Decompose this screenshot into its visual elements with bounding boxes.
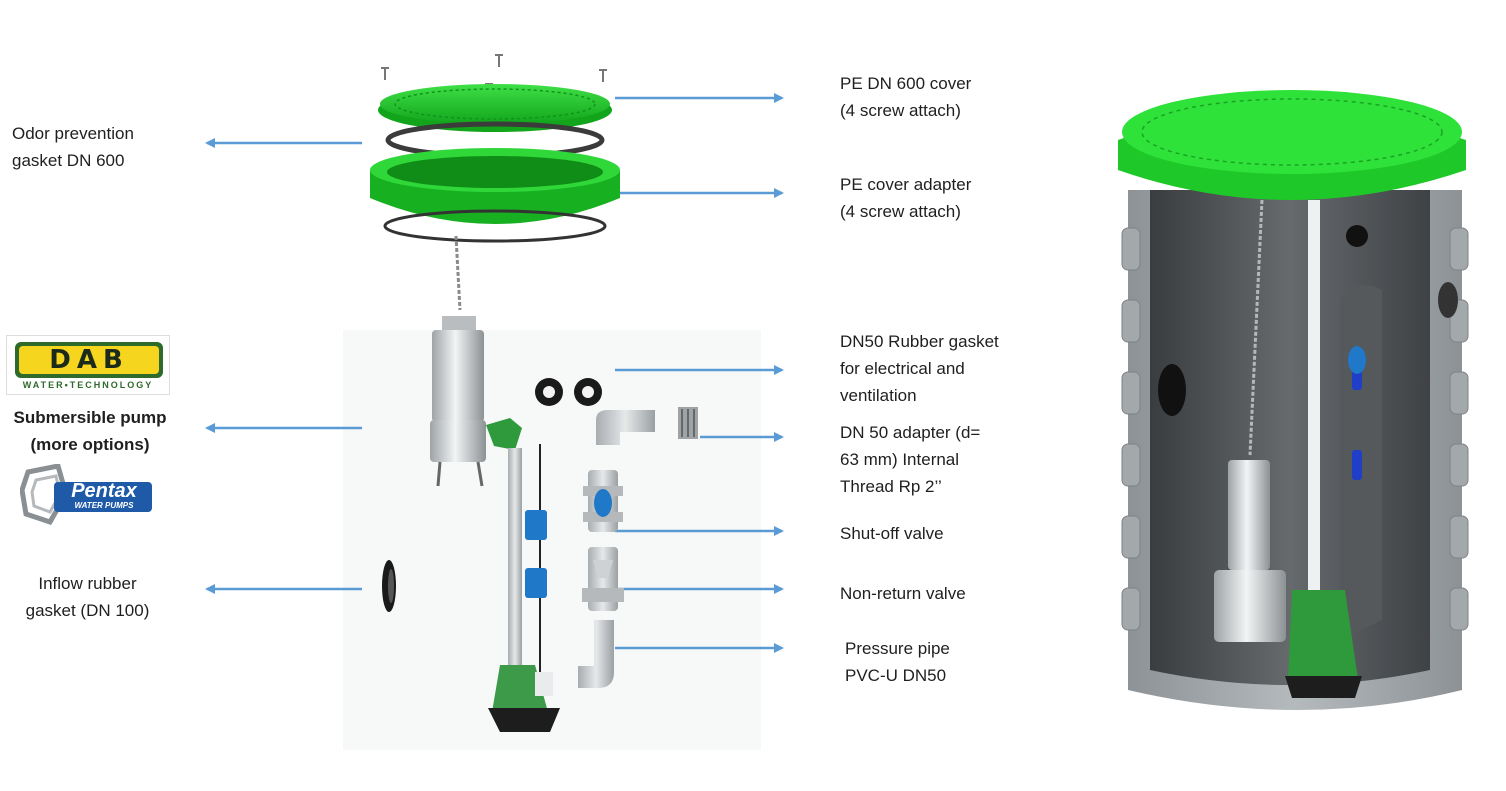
label-dn50-gasket: DN50 Rubber gasket for electrical and ve…	[840, 328, 999, 409]
label-pe-cover: PE DN 600 cover (4 screw attach)	[840, 70, 971, 124]
screw-icon	[381, 54, 607, 96]
pressure-pipe-part	[578, 620, 614, 688]
label-line: Non-return valve	[840, 584, 966, 603]
pump-base-part	[488, 665, 560, 732]
pentax-logo: Pentax WATER PUMPS	[20, 464, 155, 526]
float-switch-icon	[525, 510, 547, 540]
label-line: PE DN 600 cover	[840, 74, 972, 93]
float-switch-icon	[525, 568, 547, 598]
pump-icon	[430, 316, 522, 487]
label-line: DN50 Rubber gasket	[840, 332, 999, 351]
dn50-gasket-part	[535, 378, 602, 406]
label-line: Submersible pump	[13, 408, 167, 427]
label-line: (4 screw attach)	[840, 202, 961, 221]
label-dn50-adapter: DN 50 adapter (d= 63 mm) Internal Thread…	[840, 419, 980, 500]
pentax-tagline: WATER PUMPS	[74, 501, 134, 510]
label-line: (4 screw attach)	[840, 101, 961, 120]
label-line: for electrical and	[840, 359, 965, 378]
label-shutoff-valve: Shut-off valve	[840, 520, 944, 547]
dn50-adapter-part	[678, 407, 698, 439]
label-cover-adapter: PE cover adapter (4 screw attach)	[840, 171, 971, 225]
label-line: ventilation	[840, 386, 917, 405]
cover-adapter-part	[370, 148, 620, 243]
label-line: 63 mm) Internal	[840, 450, 960, 469]
label-line: Thread Rp 2’’	[840, 477, 942, 496]
label-line: (more options)	[30, 435, 150, 454]
shutoff-valve-part	[583, 470, 623, 532]
label-pressure-pipe: Pressure pipe PVC-U DN50	[845, 635, 950, 689]
pe-cover-part	[378, 84, 612, 132]
label-line: gasket DN 600	[12, 151, 125, 170]
inflow-gasket-part	[382, 560, 396, 612]
chain-icon	[454, 235, 462, 311]
label-line: PE cover adapter	[840, 175, 972, 194]
dab-logo: DAB WATER•TECHNOLOGY	[6, 335, 170, 395]
label-line: DN 50 adapter (d=	[840, 423, 981, 442]
guide-rail-part	[508, 448, 522, 668]
label-line: Odor prevention	[12, 124, 134, 143]
label-submersible-pump: Submersible pump (more options)	[10, 404, 170, 458]
label-odor-gasket: Odor prevention gasket DN 600	[12, 120, 134, 174]
pentax-brand: Pentax	[71, 480, 137, 502]
dab-brand: DAB	[19, 346, 159, 374]
label-inflow-gasket: Inflow rubber gasket (DN 100)	[10, 570, 165, 624]
elbow-pipe-part	[596, 410, 655, 445]
label-line: gasket (DN 100)	[25, 601, 150, 620]
label-nonreturn-valve: Non-return valve	[840, 580, 966, 607]
label-line: Inflow rubber	[38, 574, 137, 593]
tank-cutaway-icon	[1118, 90, 1469, 710]
nonreturn-valve-part	[582, 547, 624, 611]
label-line: PVC-U DN50	[845, 666, 947, 685]
label-line: Pressure pipe	[845, 639, 950, 658]
label-line: Shut-off valve	[840, 524, 944, 543]
dab-tagline: WATER•TECHNOLOGY	[22, 380, 154, 390]
